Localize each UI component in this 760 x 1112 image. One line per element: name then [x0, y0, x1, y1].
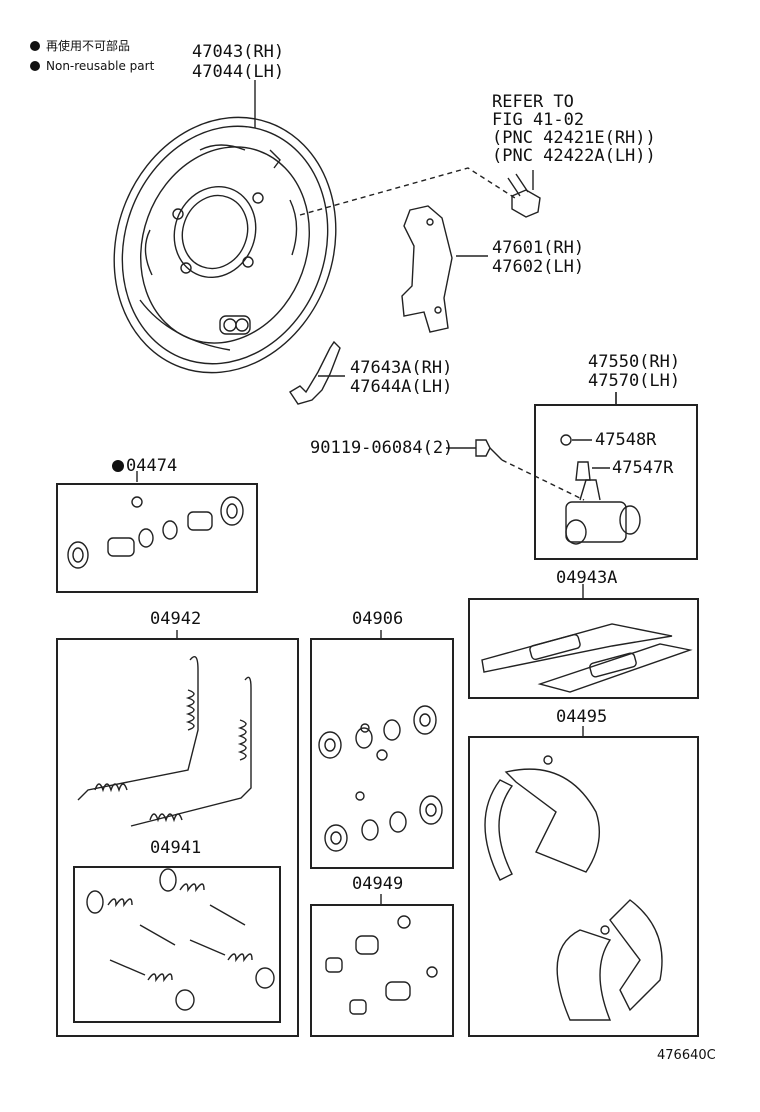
non-reusable-dot-icon [30, 61, 40, 71]
refer-line2: FIG 41-02 [492, 110, 585, 130]
kit-04474-box [56, 483, 258, 593]
kit-04474-drawing [67, 471, 244, 569]
kit-04949-box [310, 904, 454, 1037]
non-reusable-dot-icon [30, 41, 40, 51]
refer-line1: REFER TO [492, 92, 574, 112]
legend-item-en: Non-reusable part [30, 56, 154, 76]
backing-plate-drawing [113, 116, 337, 374]
adjuster-drawing [481, 584, 693, 693]
label-lever-rh: 47601(RH) [492, 238, 585, 258]
label-kit-04943A: 04943A [556, 568, 618, 588]
label-cap: 47548R [595, 430, 657, 450]
label-kit-04495: 04495 [556, 707, 608, 727]
small-bolt-drawing [446, 439, 585, 501]
kit-04941-box [73, 866, 281, 1023]
label-kit-04906: 04906 [352, 609, 404, 629]
label-bleeder: 47547R [612, 458, 674, 478]
refer-line3: (PNC 42421E(RH)) [492, 128, 656, 148]
brake-shoes-drawing [484, 726, 663, 1021]
kit-04495-box [468, 736, 699, 1037]
non-reusable-dot-icon [112, 460, 124, 472]
legend-en-text: Non-reusable part [46, 59, 155, 73]
label-kit-04474: 04474 [112, 456, 177, 476]
legend-jp-text: 再使用不可部品 [46, 39, 131, 53]
kit-04942-box [56, 638, 299, 1037]
clip-drawing [289, 340, 345, 405]
cups-drawing [318, 630, 443, 852]
bolt-drawing [507, 170, 541, 218]
label-lever-lh: 47602(LH) [492, 257, 585, 277]
springs-drawing [77, 630, 252, 827]
leader-dashed [299, 167, 516, 216]
refer-line4: (PNC 42422A(LH)) [492, 146, 656, 166]
label-kit-04949: 04949 [352, 874, 404, 894]
kit-04906-box [310, 638, 454, 869]
label-wheel-cylinder-rh: 47550(RH) [588, 352, 681, 372]
label-backing-plate-rh: 47043(RH) [192, 42, 285, 62]
label-clip-rh: 47643A(RH) [350, 358, 453, 378]
hold-down-drawing [86, 868, 275, 1011]
label-wheel-cylinder-lh: 47570(LH) [588, 371, 681, 391]
label-clip-lh: 47644A(LH) [350, 377, 453, 397]
boots-drawing [325, 894, 438, 1015]
legend-item-jp: 再使用不可部品 [30, 36, 130, 56]
lever-drawing [401, 205, 488, 333]
kit-04943A-box [468, 598, 699, 699]
label-kit-04941: 04941 [150, 838, 202, 858]
label-kit-04942: 04942 [150, 609, 202, 629]
label-bolt: 90119-06084(2) [310, 438, 454, 458]
wheel-cylinder-box [534, 404, 698, 560]
figure-reference: 476640C [657, 1048, 716, 1063]
kit-04474-text: 04474 [126, 456, 178, 476]
label-backing-plate-lh: 47044(LH) [192, 62, 285, 82]
